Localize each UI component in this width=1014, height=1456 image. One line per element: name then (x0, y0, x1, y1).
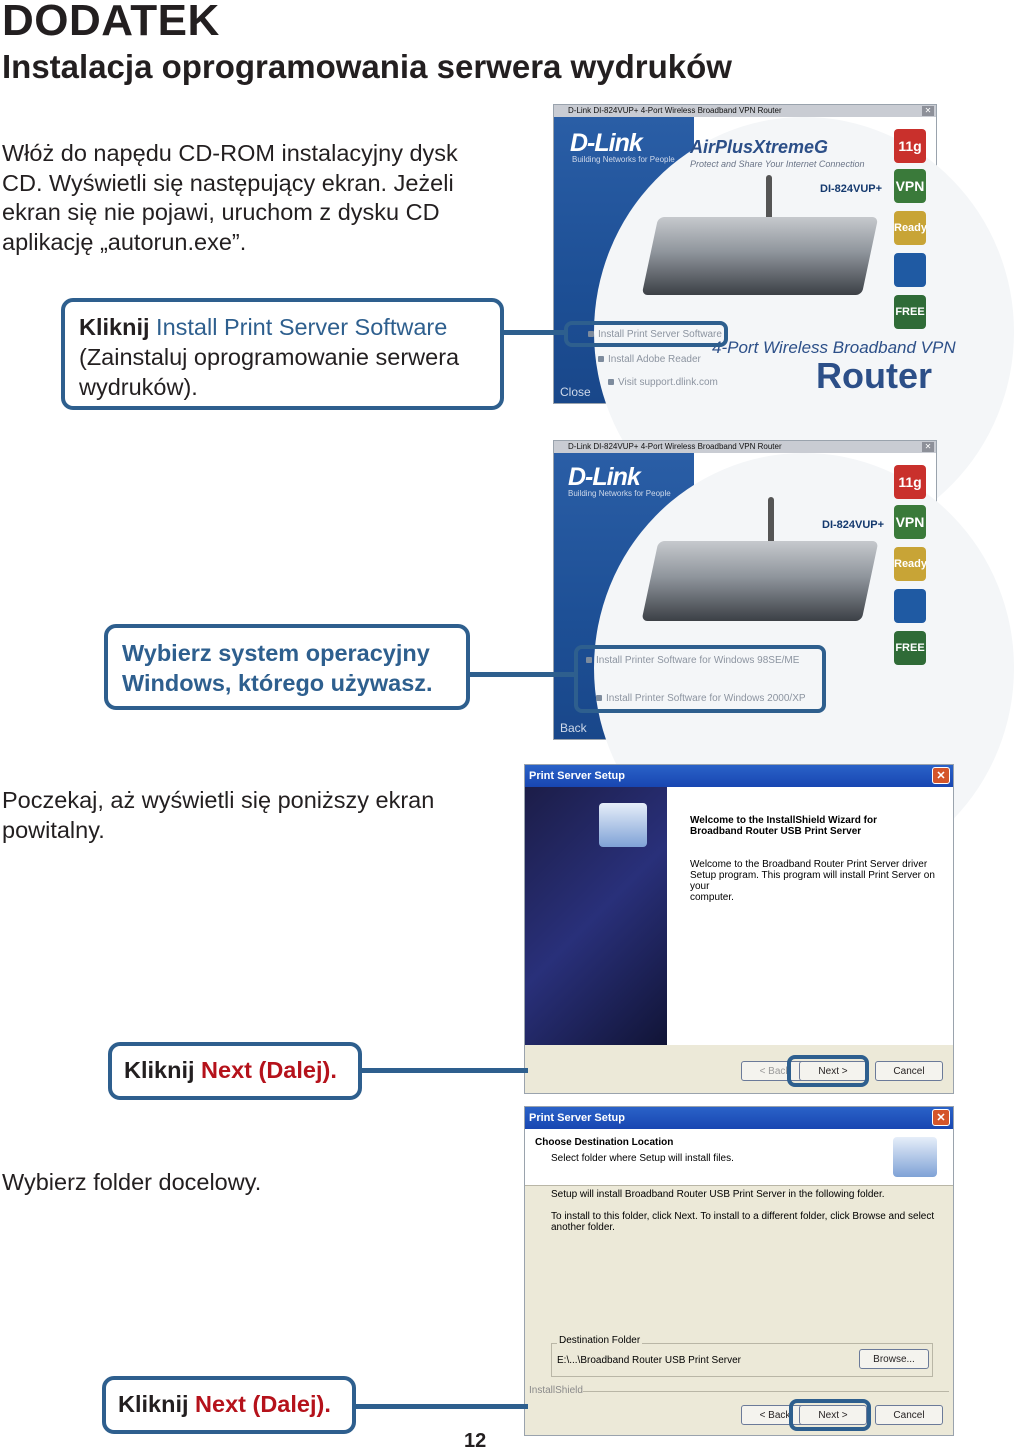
dialog-titlebar: Print Server Setup✕ (525, 1107, 953, 1129)
setup-dialog-destination: Print Server Setup✕ Choose Destination L… (524, 1106, 954, 1436)
launcher-screenshot-1: D-Link DI-824VUP+ 4-Port Wireless Broadb… (553, 104, 1014, 547)
close-icon[interactable]: ✕ (922, 106, 934, 116)
router-antenna (766, 175, 772, 223)
setup-dialog-welcome: Print Server Setup✕ Welcome to the Insta… (524, 764, 954, 1094)
page-heading: DODATEK (2, 0, 220, 45)
callout4-connector (352, 1404, 528, 1409)
printer-badge-icon (894, 253, 926, 287)
destination-folder-label: Destination Folder (557, 1335, 643, 1346)
badge-free: FREE (894, 631, 926, 665)
router-antenna (768, 497, 774, 545)
step5-text: Wybierz folder docelowy. (2, 1169, 262, 1195)
highlight-os-options (574, 645, 826, 713)
callout-next-2: Kliknij Next (Dalej). (102, 1376, 356, 1434)
step3-text: Poczekaj, aż wyświetli się poniższy ekra… (2, 787, 435, 843)
menu-visit-support[interactable]: Visit support.dlink.com (608, 377, 718, 388)
setup-computer-icon (599, 803, 647, 847)
dlink-logo-sub: Building Networks for People (568, 489, 671, 498)
dlink-logo-sub: Building Networks for People (572, 155, 675, 164)
highlight-next-button (787, 1055, 869, 1087)
airplus-brand: AirPlusXtremeG (690, 137, 829, 157)
menu-install-adobe-reader[interactable]: Install Adobe Reader (598, 354, 701, 365)
badge-vpn: VPN (894, 169, 926, 203)
badge-11g: 11g (894, 129, 926, 163)
badge-vpn: VPN (894, 505, 926, 539)
callout-install-print-server: Kliknij Install Print Server Software (Z… (61, 298, 504, 410)
badge-ready: Ready (894, 547, 927, 581)
installshield-divider (583, 1391, 949, 1392)
link-next: Next (Dalej). (201, 1057, 337, 1083)
close-icon[interactable]: ✕ (932, 1109, 950, 1126)
next-button[interactable]: Next > (799, 1405, 867, 1425)
callout2-connector (466, 672, 576, 677)
launcher-back-link[interactable]: Back (560, 721, 587, 735)
menu-install-win2000[interactable]: Install Printer Software for Windows 200… (596, 693, 806, 704)
step1-text: Włóż do napędu CD-ROM instalacyjny dysk … (2, 140, 458, 255)
callout-next-1: Kliknij Next (Dalej). (108, 1042, 362, 1100)
router-tagline: 4-Port Wireless Broadband VPN (712, 338, 956, 357)
installshield-label: InstallShield (529, 1385, 583, 1396)
highlight-next-button (789, 1399, 871, 1431)
launcher-titlebar: D-Link DI-824VUP+ 4-Port Wireless Broadb… (554, 105, 936, 117)
dlink-logo: D-Link (568, 463, 641, 491)
browse-button[interactable]: Browse... (859, 1349, 929, 1369)
cancel-button[interactable]: Cancel (875, 1061, 943, 1081)
highlight-install-print-server (564, 321, 728, 347)
destination-instructions: To install to this folder, click Next. T… (551, 1211, 935, 1233)
launcher-titlebar: D-Link DI-824VUP+ 4-Port Wireless Broadb… (554, 441, 936, 453)
badge-ready: Ready (894, 211, 927, 245)
airplus-tagline: Protect and Share Your Internet Connecti… (690, 159, 865, 169)
cancel-button[interactable]: Cancel (875, 1405, 943, 1425)
launcher-screenshot-2: D-Link DI-824VUP+ 4-Port Wireless Broadb… (553, 440, 1014, 883)
destination-info: Setup will install Broadband Router USB … (551, 1189, 885, 1200)
destination-folder-group (551, 1343, 933, 1377)
badge-free: FREE (894, 295, 926, 329)
launcher-close-link[interactable]: Close (560, 385, 591, 399)
callout3-connector (358, 1068, 528, 1073)
link-install-print-server: Install Print Server Software (156, 314, 448, 340)
printer-badge-icon (894, 589, 926, 623)
link-next: Next (Dalej). (195, 1391, 331, 1417)
close-icon[interactable]: ✕ (922, 442, 934, 452)
router-image (641, 541, 879, 621)
setup-computer-icon (893, 1137, 937, 1177)
welcome-body: Welcome to the Broadband Router Print Se… (690, 859, 935, 903)
model-label: DI-824VUP+ (822, 519, 885, 531)
page-number: 12 (464, 1430, 487, 1452)
destination-path: E:\...\Broadband Router USB Print Server (557, 1355, 741, 1366)
menu-install-win98[interactable]: Install Printer Software for Windows 98S… (586, 655, 799, 666)
router-image (641, 217, 879, 295)
welcome-heading: Welcome to the InstallShield Wizard for … (690, 815, 877, 837)
header-title: Choose Destination Location (535, 1137, 674, 1148)
dialog-content (667, 787, 953, 1045)
close-icon[interactable]: ✕ (932, 767, 950, 784)
page-subheading: Instalacja oprogramowania serwera wydruk… (2, 48, 732, 85)
callout1-connector (500, 330, 564, 335)
router-big-title: Router (816, 355, 932, 396)
menu-install-print-server[interactable]: Install Print Server Software (588, 329, 722, 340)
dialog-header (525, 1129, 953, 1186)
header-subtitle: Select folder where Setup will install f… (551, 1153, 734, 1164)
model-label: DI-824VUP+ (820, 183, 883, 195)
dlink-logo: D-Link (570, 129, 643, 157)
callout-choose-os: Wybierz system operacyjny Windows, które… (104, 624, 470, 710)
badge-11g: 11g (894, 465, 926, 499)
dialog-titlebar: Print Server Setup✕ (525, 765, 953, 787)
